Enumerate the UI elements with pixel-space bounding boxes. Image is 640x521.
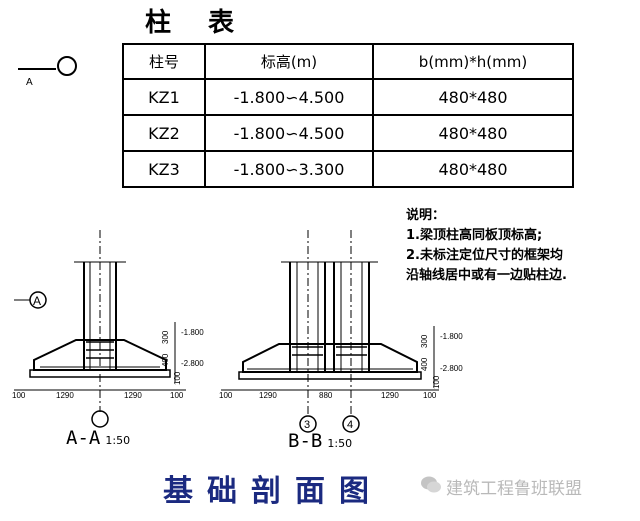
dim-b-2: 1290 xyxy=(56,391,74,400)
axis-tag-a: A xyxy=(33,294,41,308)
cell-elevation: -1.800∽4.500 xyxy=(204,78,374,116)
notes-block: 说明： 1.梁顶柱高同板顶标高; 2.未标注定位尺寸的框架均 沿轴线居中或有一边… xyxy=(406,206,567,286)
level-1: -1.800 xyxy=(440,332,463,341)
drawing-title: 基础剖面图 xyxy=(163,474,383,509)
dim-b-3: 880 xyxy=(319,391,333,400)
notes-heading: 说明： xyxy=(406,208,446,223)
section-bb-scale: 1:50 xyxy=(327,437,353,450)
column-schedule-title: 柱 表 xyxy=(145,8,249,38)
notes-line-2: 2.未标注定位尺寸的框架均 xyxy=(406,248,563,263)
table-row: KZ1 -1.800∽4.500 480*480 xyxy=(122,78,574,116)
dim-v-1: 300 xyxy=(161,330,170,344)
dim-v-3: 100 xyxy=(173,371,182,385)
section-aa-drawing: A 300 400 100 -1.800 -2.800 100 1290 129… xyxy=(12,230,204,428)
dim-b-3: 1290 xyxy=(124,391,142,400)
header-column-id: 柱号 xyxy=(122,43,206,80)
section-bb-label: B-B 1:50 xyxy=(288,430,352,452)
notes-line-3: 沿轴线居中或有一边贴柱边. xyxy=(406,268,567,283)
cell-elevation: -1.800∽3.300 xyxy=(204,150,374,188)
level-2: -2.800 xyxy=(440,364,463,373)
section-bb-name: B-B xyxy=(288,430,323,452)
cell-elevation: -1.800∽4.500 xyxy=(204,114,374,152)
table-header-row: 柱号 标高(m) b(mm)*h(mm) xyxy=(122,43,574,80)
dim-b-5: 100 xyxy=(423,391,437,400)
cell-column-id: KZ3 xyxy=(122,150,206,188)
level-1: -1.800 xyxy=(181,328,204,337)
cell-section-size: 480*480 xyxy=(372,114,574,152)
section-aa-label: A-A 1:50 xyxy=(66,427,130,449)
dim-b-2: 1290 xyxy=(259,391,277,400)
header-section-size: b(mm)*h(mm) xyxy=(372,43,574,80)
wechat-icon xyxy=(421,476,441,493)
section-aa-scale: 1:50 xyxy=(105,434,131,447)
axis-legend-symbol: A xyxy=(18,56,77,88)
table-row: KZ2 -1.800∽4.500 480*480 xyxy=(122,114,574,152)
axis-tag-4: 4 xyxy=(347,419,353,431)
header-elevation: 标高(m) xyxy=(204,43,374,80)
section-bb-drawing: 300 400 100 -1.800 -2.800 100 1290 880 1… xyxy=(219,230,463,433)
notes-line-1: 1.梁顶柱高同板顶标高; xyxy=(406,228,543,243)
watermark-text: 建筑工程鲁班联盟 xyxy=(446,479,582,499)
table-row: KZ3 -1.800∽3.300 480*480 xyxy=(122,150,574,188)
dim-v-2: 400 xyxy=(420,357,429,371)
section-aa-name: A-A xyxy=(66,427,101,449)
cell-column-id: KZ2 xyxy=(122,114,206,152)
legend-axis-label: A xyxy=(26,77,33,88)
cell-section-size: 480*480 xyxy=(372,150,574,188)
dim-v-1: 300 xyxy=(420,334,429,348)
dim-v-3: 100 xyxy=(432,375,441,389)
axis-tag-3: 3 xyxy=(304,419,310,431)
dim-v-2: 400 xyxy=(161,353,170,367)
cell-column-id: KZ1 xyxy=(122,78,206,116)
cell-section-size: 480*480 xyxy=(372,78,574,116)
dim-b-4: 1290 xyxy=(381,391,399,400)
column-schedule-table: 柱号 标高(m) b(mm)*h(mm) KZ1 -1.800∽4.500 48… xyxy=(122,43,574,188)
level-2: -2.800 xyxy=(181,359,204,368)
dim-b-1: 100 xyxy=(12,391,26,400)
dim-b-4: 100 xyxy=(170,391,184,400)
dim-b-1: 100 xyxy=(219,391,233,400)
